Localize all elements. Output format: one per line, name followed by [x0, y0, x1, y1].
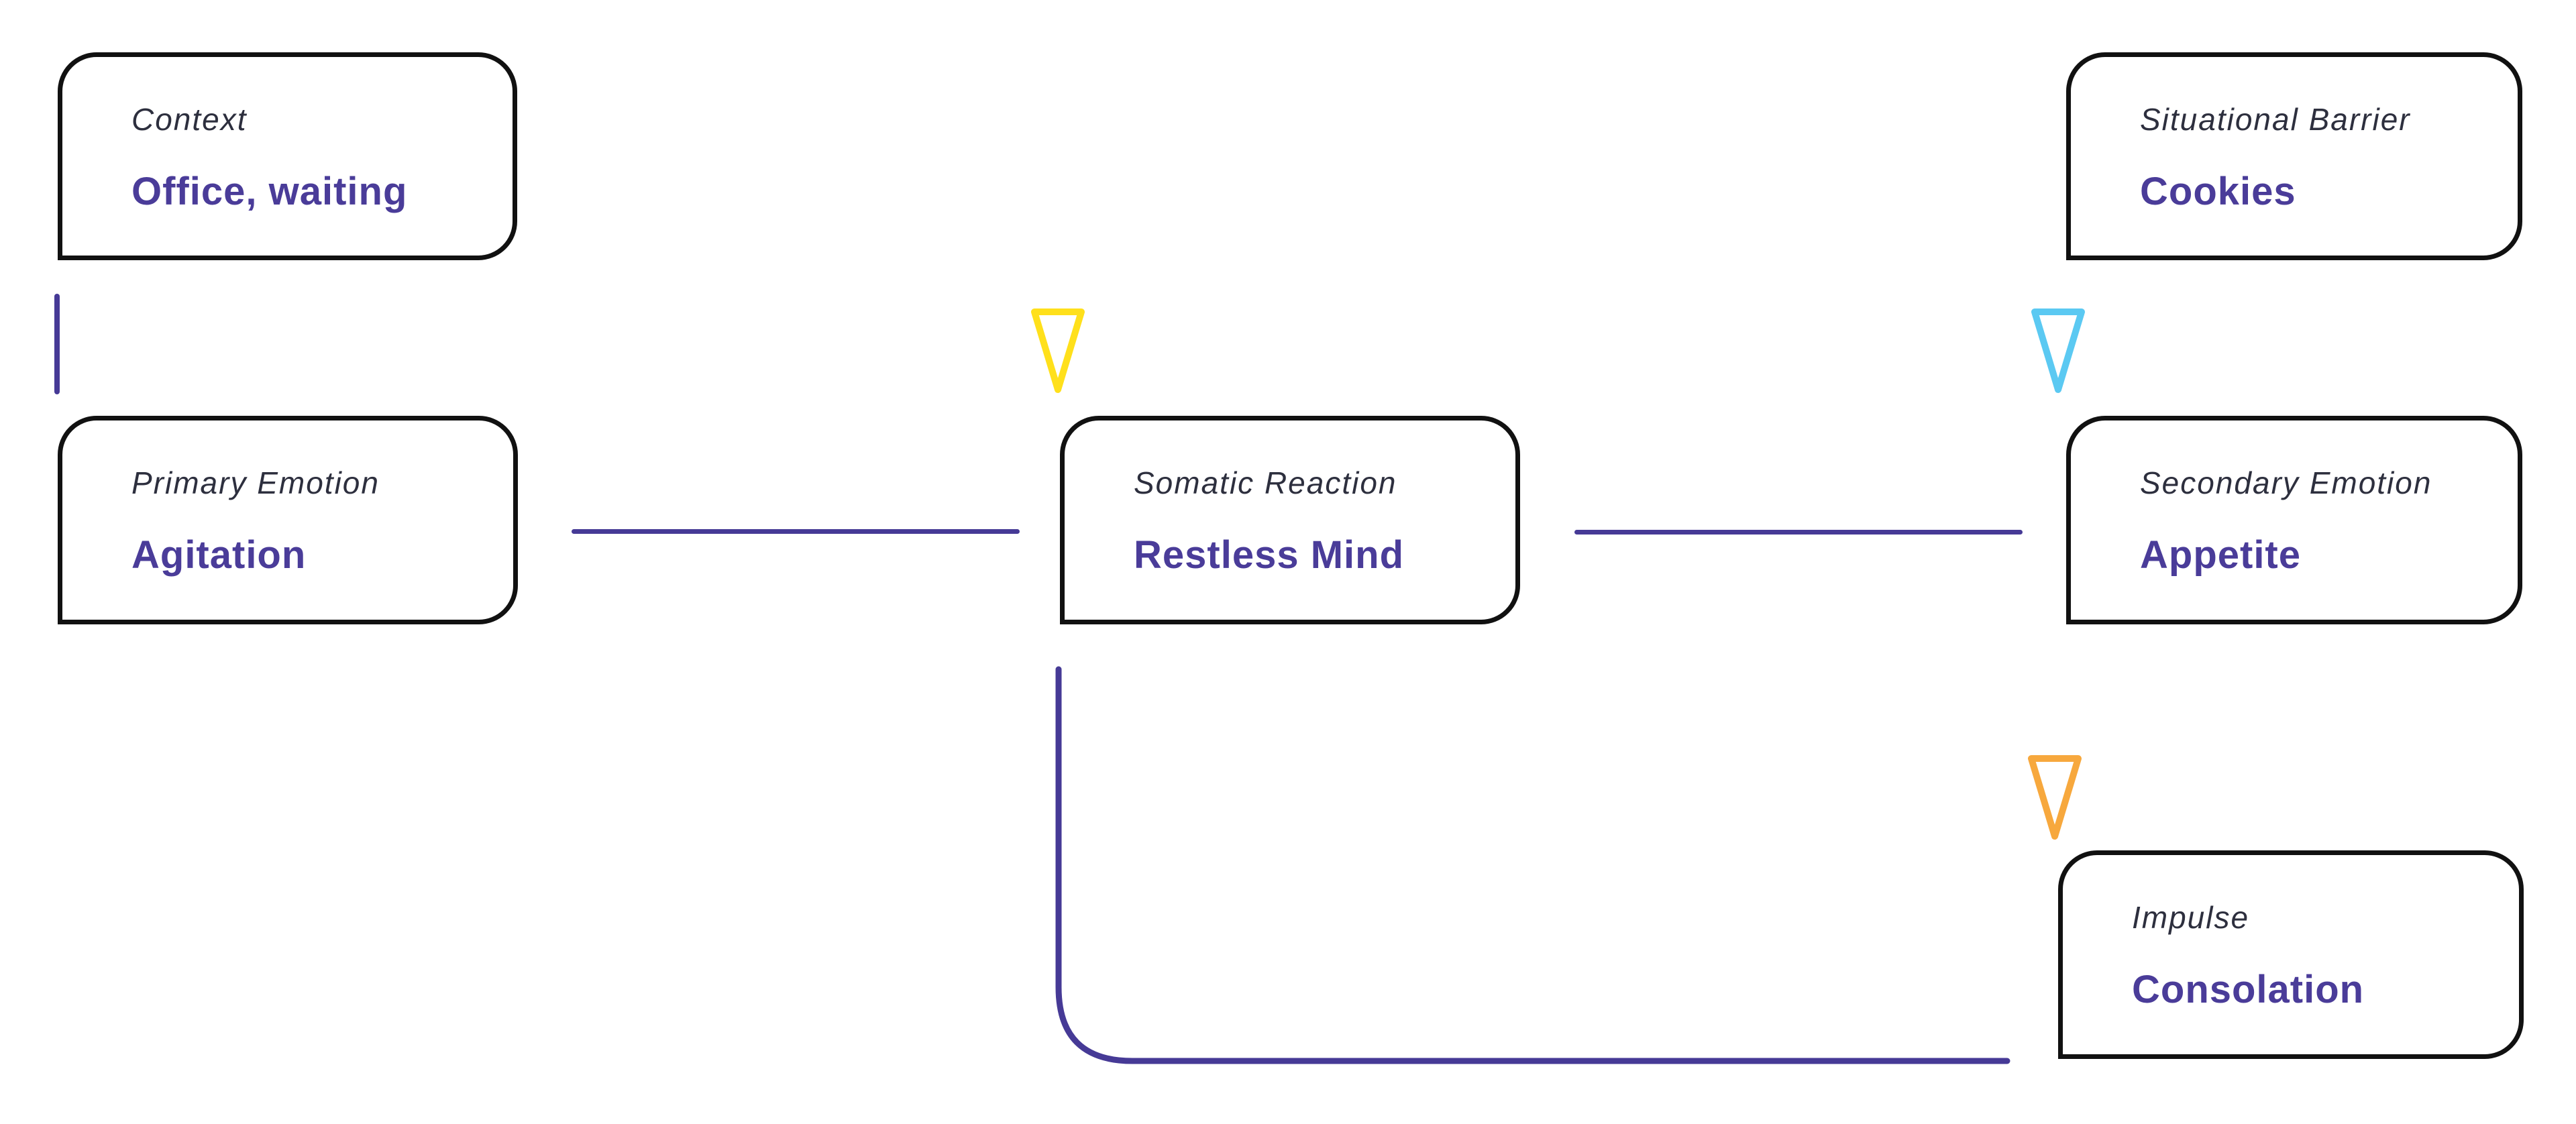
- node-value: Consolation: [2132, 968, 2365, 1011]
- node-impulse: Impulse Consolation: [2058, 850, 2524, 1059]
- triangle-outline: [2028, 755, 2082, 840]
- connector-somatic-reaction-to-impulse: [1055, 666, 2010, 1064]
- node-secondary-emotion: Secondary Emotion Appetite: [2066, 416, 2522, 624]
- connector-primary-emotion-to-somatic-reaction: [572, 529, 1020, 534]
- node-label: Impulse: [2132, 900, 2250, 935]
- node-value: Restless Mind: [1134, 533, 1404, 577]
- connector-context-to-primary-emotion: [54, 294, 60, 394]
- node-value: Office, waiting: [131, 170, 408, 213]
- node-label: Primary Emotion: [131, 465, 380, 500]
- node-situational-barrier: Situational Barrier Cookies: [2066, 52, 2522, 260]
- node-value: Agitation: [131, 533, 307, 577]
- node-label: Secondary Emotion: [2140, 465, 2432, 500]
- node-value: Cookies: [2140, 170, 2296, 213]
- triangle-outline: [1031, 308, 1085, 393]
- node-label: Situational Barrier: [2140, 102, 2411, 137]
- elbow-path: [1055, 666, 2010, 1064]
- node-value: Appetite: [2140, 533, 2301, 577]
- down-triangle-icon: [2028, 755, 2082, 840]
- node-label: Somatic Reaction: [1134, 465, 1397, 500]
- triangle-outline: [2031, 308, 2085, 393]
- node-primary-emotion: Primary Emotion Agitation: [58, 416, 518, 624]
- down-triangle-icon: [2031, 308, 2085, 393]
- connector-somatic-reaction-to-secondary-emotion: [1574, 530, 2023, 535]
- node-label: Context: [131, 102, 248, 137]
- node-somatic-reaction: Somatic Reaction Restless Mind: [1060, 416, 1520, 624]
- down-triangle-icon: [1031, 308, 1085, 393]
- node-context: Context Office, waiting: [58, 52, 517, 260]
